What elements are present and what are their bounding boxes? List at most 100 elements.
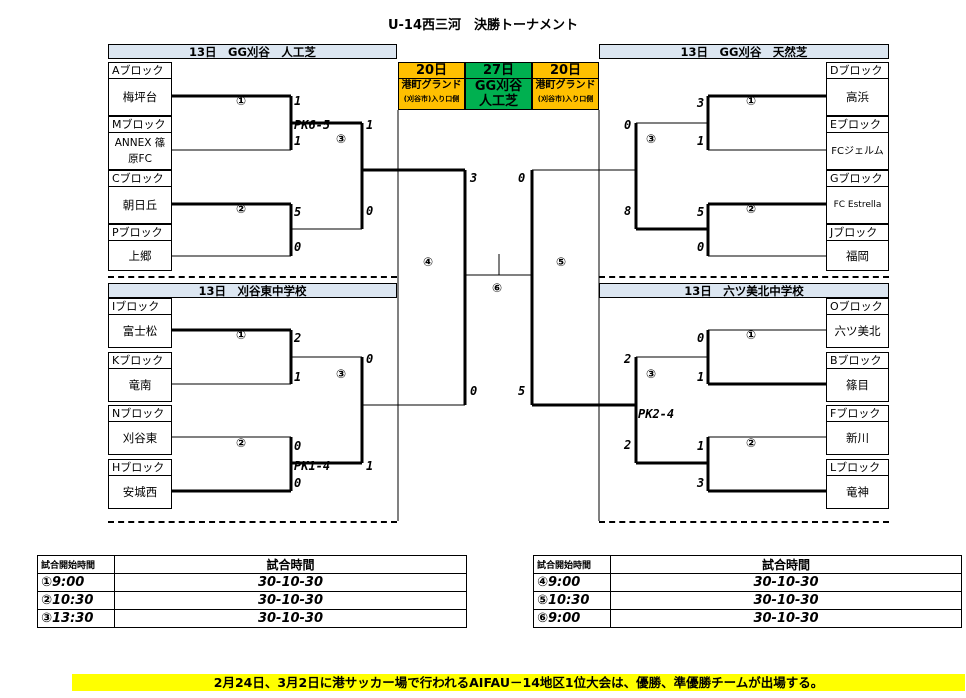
score: 8 bbox=[624, 204, 632, 218]
score: 1 bbox=[697, 134, 705, 148]
team-card: Lブロック 竜神 bbox=[826, 459, 889, 509]
match-number: ① bbox=[746, 328, 757, 342]
team-name: 刈谷東 bbox=[122, 431, 158, 445]
team-block-label: Hブロック bbox=[109, 460, 171, 476]
match-number: ③ bbox=[646, 132, 657, 146]
schedule-header-time: 試合開始時間 bbox=[37, 555, 115, 574]
team-block-label: Aブロック bbox=[109, 63, 171, 79]
score: 1 bbox=[294, 370, 302, 384]
match-number: ① bbox=[746, 94, 757, 108]
score: 0 bbox=[624, 118, 632, 132]
table-row: ④9:00 30-10-30 bbox=[533, 573, 962, 592]
pk-score: PK1-4 bbox=[294, 459, 331, 473]
team-block-label: Mブロック bbox=[109, 117, 171, 133]
team-card: Iブロック 富士松 bbox=[108, 298, 172, 348]
team-name: 新川 bbox=[846, 431, 869, 445]
schedule-duration: 30-10-30 bbox=[610, 609, 962, 628]
team-name: 福岡 bbox=[846, 249, 869, 263]
score: 0 bbox=[470, 384, 478, 398]
team-card: Mブロック ANNEX 篠原FC bbox=[108, 116, 172, 170]
schedule-time: ④9:00 bbox=[533, 573, 611, 592]
team-name: 竜神 bbox=[846, 485, 869, 499]
team-block-label: Lブロック bbox=[827, 460, 888, 476]
block-header-bottom-right: 13日 六ツ美北中学校 bbox=[599, 283, 889, 298]
team-name: 富士松 bbox=[122, 324, 158, 338]
team-name: 竜南 bbox=[128, 378, 152, 392]
match-number: ⑥ bbox=[492, 281, 503, 295]
score: 5 bbox=[697, 205, 705, 219]
team-block-label: Pブロック bbox=[109, 225, 171, 241]
team-card: Dブロック 高浜 bbox=[826, 62, 889, 116]
team-name: ANNEX 篠原FC bbox=[114, 137, 166, 165]
schedule-time: ⑥9:00 bbox=[533, 609, 611, 628]
divider bbox=[108, 521, 397, 523]
team-block-label: Oブロック bbox=[827, 299, 888, 315]
team-name: 六ツ美北 bbox=[834, 324, 881, 338]
score: 0 bbox=[697, 331, 705, 345]
schedule-time: ⑤10:30 bbox=[533, 591, 611, 610]
block-header-bottom-left: 13日 刈谷東中学校 bbox=[108, 283, 397, 298]
match-number: ① bbox=[236, 94, 247, 108]
venue-right: 20日 港町グランド (刈谷市)入り口側 bbox=[532, 62, 599, 110]
team-name: 上郷 bbox=[128, 249, 152, 263]
schedule-duration: 30-10-30 bbox=[114, 609, 467, 628]
team-card: Bブロック 篠目 bbox=[826, 352, 889, 402]
score: 1 bbox=[294, 94, 302, 108]
block-header-top-right: 13日 GG刈谷 天然芝 bbox=[599, 44, 889, 59]
schedule-time: ③13:30 bbox=[37, 609, 115, 628]
team-block-label: Cブロック bbox=[109, 171, 171, 187]
score: 5 bbox=[294, 205, 302, 219]
score: 3 bbox=[697, 476, 705, 490]
venue-left-day: 20日 bbox=[399, 63, 464, 79]
team-card: Gブロック FC Estrella bbox=[826, 170, 889, 224]
team-card: Fブロック 新川 bbox=[826, 405, 889, 455]
team-block-label: Dブロック bbox=[827, 63, 888, 79]
schedule-duration: 30-10-30 bbox=[610, 591, 962, 610]
team-block-label: Gブロック bbox=[827, 171, 888, 187]
team-card: Cブロック 朝日丘 bbox=[108, 170, 172, 224]
score: 2 bbox=[624, 438, 632, 452]
team-name: 高浜 bbox=[846, 90, 869, 104]
match-number: ① bbox=[236, 328, 247, 342]
schedule-duration: 30-10-30 bbox=[114, 573, 467, 592]
table-row: ⑥9:00 30-10-30 bbox=[533, 609, 962, 628]
score: 0 bbox=[294, 439, 302, 453]
venue-right-name: 港町グランド bbox=[535, 80, 596, 91]
venue-left-name: 港町グランド bbox=[401, 80, 462, 91]
venue-right-day: 20日 bbox=[533, 63, 598, 79]
divider bbox=[108, 276, 397, 278]
team-name: 梅坪台 bbox=[122, 90, 158, 104]
venue-center-day: 27日 bbox=[466, 63, 531, 79]
match-number: ③ bbox=[336, 132, 347, 146]
table-row: ⑤10:30 30-10-30 bbox=[533, 591, 962, 610]
team-card: Aブロック 梅坪台 bbox=[108, 62, 172, 116]
schedule-time: ②10:30 bbox=[37, 591, 115, 610]
schedule-time: ①9:00 bbox=[37, 573, 115, 592]
team-block-label: Nブロック bbox=[109, 406, 171, 422]
block-header-top-left: 13日 GG刈谷 人工芝 bbox=[108, 44, 397, 59]
venue-center: 27日 GG刈谷 人工芝 bbox=[465, 62, 532, 110]
team-block-label: Fブロック bbox=[827, 406, 888, 422]
table-row: ③13:30 30-10-30 bbox=[37, 609, 467, 628]
venue-left: 20日 港町グランド (刈谷市)入り口側 bbox=[398, 62, 465, 110]
score: 1 bbox=[697, 439, 705, 453]
pk-score: PK6-5 bbox=[294, 118, 331, 132]
team-card: Eブロック FCジェルム bbox=[826, 116, 889, 170]
match-number: ② bbox=[236, 202, 247, 216]
score: 0 bbox=[366, 352, 374, 366]
score: 2 bbox=[624, 352, 632, 366]
team-card: Oブロック 六ツ美北 bbox=[826, 298, 889, 348]
score: 0 bbox=[294, 476, 302, 490]
score: 0 bbox=[697, 240, 705, 254]
score: 0 bbox=[518, 171, 526, 185]
venue-center-name2: 人工芝 bbox=[478, 94, 518, 109]
score: 3 bbox=[470, 171, 478, 185]
match-number: ③ bbox=[646, 367, 657, 381]
score: 3 bbox=[697, 96, 705, 110]
match-number: ⑤ bbox=[556, 255, 567, 269]
divider bbox=[599, 276, 889, 278]
schedule-header-duration: 試合時間 bbox=[610, 555, 962, 574]
venue-center-name1: GG刈谷 bbox=[474, 79, 523, 94]
score: 1 bbox=[294, 134, 302, 148]
schedule-duration: 30-10-30 bbox=[114, 591, 467, 610]
